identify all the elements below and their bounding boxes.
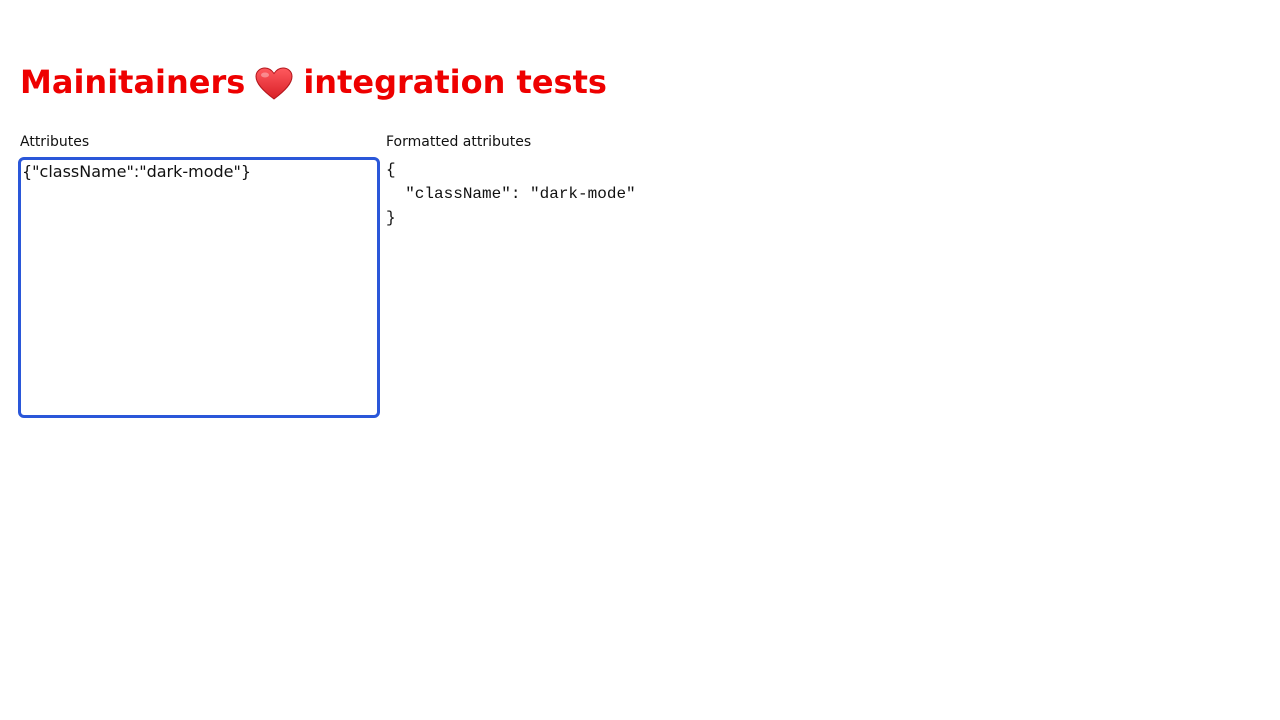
heart-icon [255, 60, 293, 104]
title-suffix: integration tests [303, 63, 607, 101]
attributes-input[interactable]: {"className":"dark-mode"} [18, 157, 380, 418]
page-title: Mainitainers integration tests [20, 60, 607, 104]
title-prefix: Mainitainers [20, 63, 246, 101]
formatted-attributes-label: Formatted attributes [386, 134, 532, 150]
formatted-attributes-output: { "className": "dark-mode" } [386, 161, 636, 227]
attributes-label: Attributes [20, 134, 90, 150]
